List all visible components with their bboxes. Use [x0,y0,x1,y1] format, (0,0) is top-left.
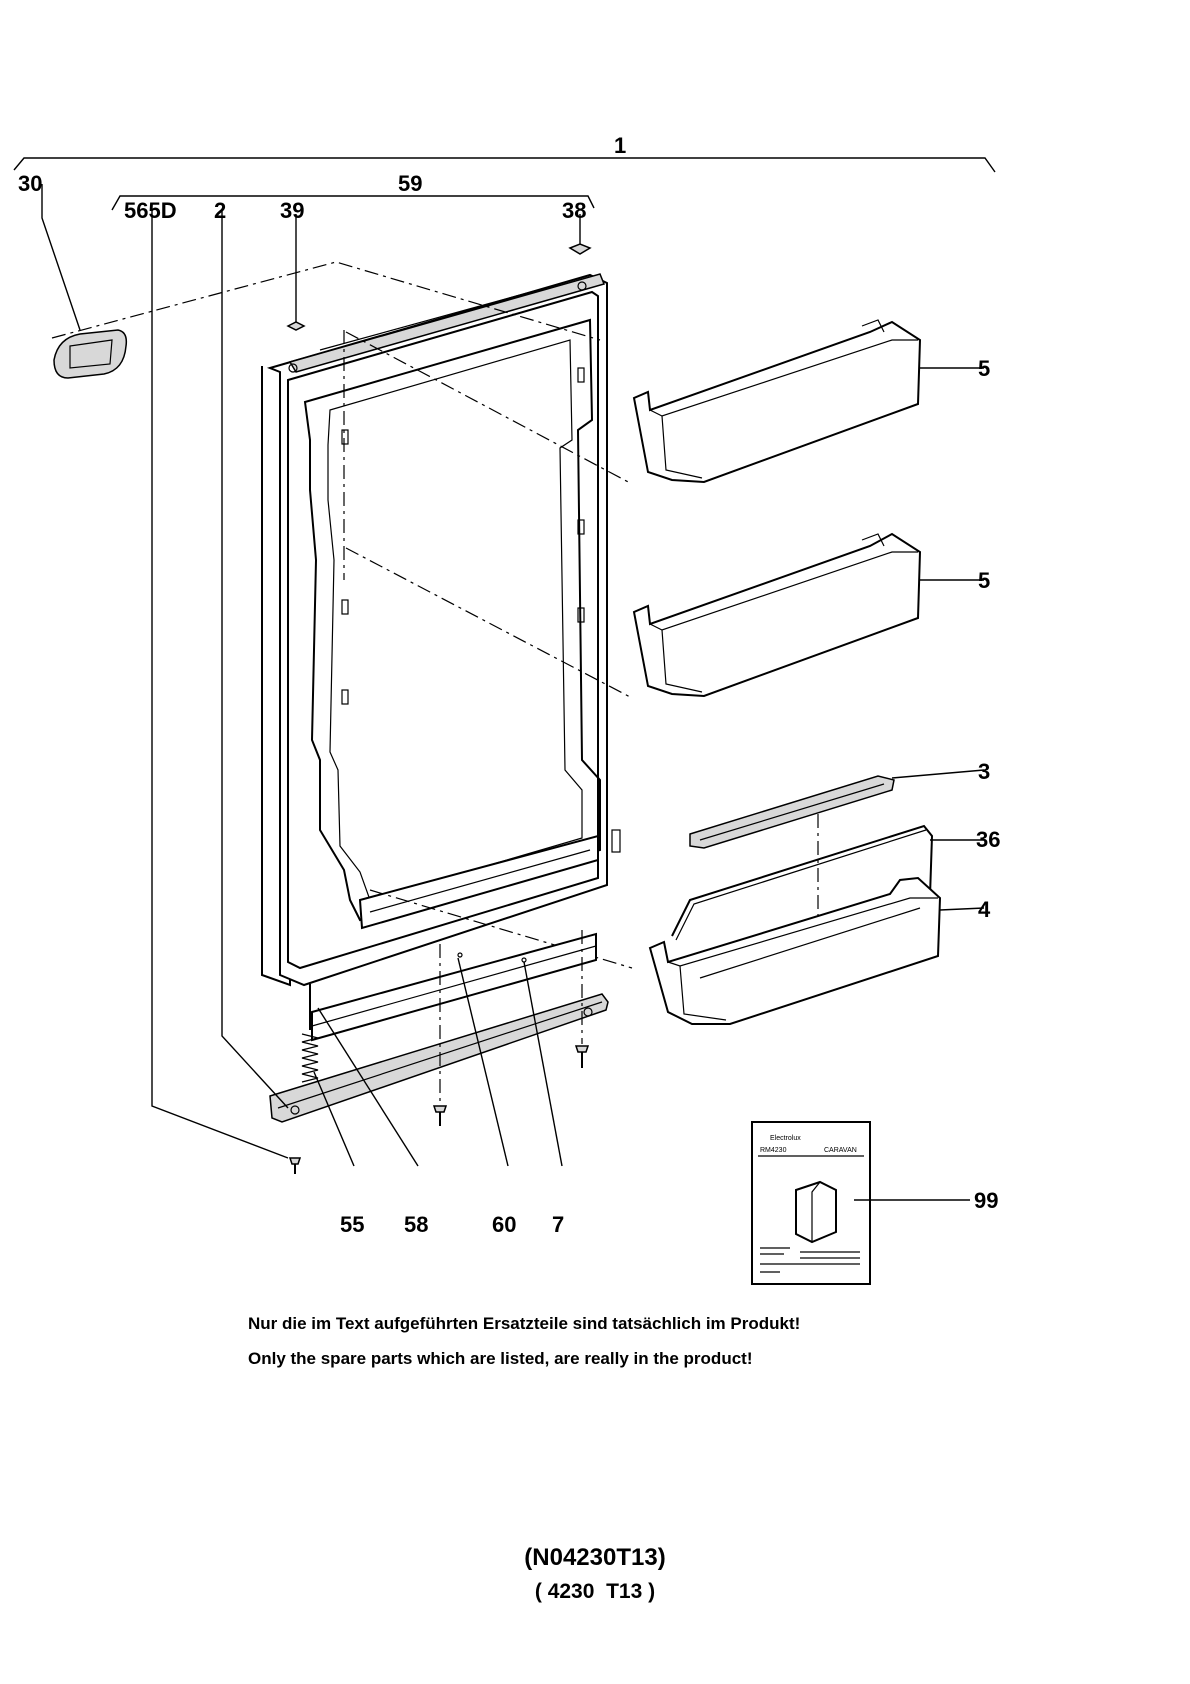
label-5-middle: 5 [978,568,990,593]
leaflet-right-header: CARAVAN [824,1147,857,1154]
label-55: 55 [340,1212,364,1237]
spring-55 [301,984,355,1167]
label-59: 59 [398,171,422,196]
leader-7 [523,961,563,1167]
leader-58 [317,1007,419,1167]
label-38: 38 [562,198,586,223]
label-30: 30 [18,171,42,196]
emblem-30 [41,184,128,379]
label-565d: 565D [124,198,177,223]
model-code-primary: (N04230T13) [524,1544,666,1571]
bracket-assembly-59 [111,195,595,211]
label-60: 60 [492,1212,516,1237]
leaflet-brand: Electrolux [770,1135,801,1142]
door-frame [261,273,621,987]
door-shelf-5-top [632,319,984,484]
label-1: 1 [614,133,626,158]
note-english: Only the spare parts which are listed, a… [248,1349,753,1368]
note-german: Nur die im Text aufgeführten Ersatzteile… [248,1314,801,1333]
label-39: 39 [280,198,304,223]
door-shelf-4 [648,876,985,1025]
label-5-top: 5 [978,356,990,381]
shelf-bar-3 [689,769,985,849]
leaflet-left-header: RM4230 [760,1147,787,1154]
trim-strips [311,930,597,1126]
door-shelf-5-middle [632,532,984,698]
hinge-cap-38 [568,214,592,291]
instruction-leaflet-99: Electrolux RM4230 CARAVAN [751,1121,970,1285]
label-2: 2 [214,198,226,223]
label-58: 58 [404,1212,428,1237]
label-4: 4 [978,897,991,922]
label-99: 99 [974,1188,998,1213]
label-7: 7 [552,1212,564,1237]
leader-60 [457,957,509,1167]
hinge-cap-39 [286,214,306,373]
bracket-assembly-1 [13,157,996,173]
model-code-secondary: ( 4230 T13 ) [534,1580,656,1603]
label-36: 36 [976,827,1000,852]
wire-retainer-36 [671,824,984,941]
screw-565d [151,210,302,1174]
label-3: 3 [978,759,990,784]
bottom-hinge-plate-2 [221,210,609,1123]
